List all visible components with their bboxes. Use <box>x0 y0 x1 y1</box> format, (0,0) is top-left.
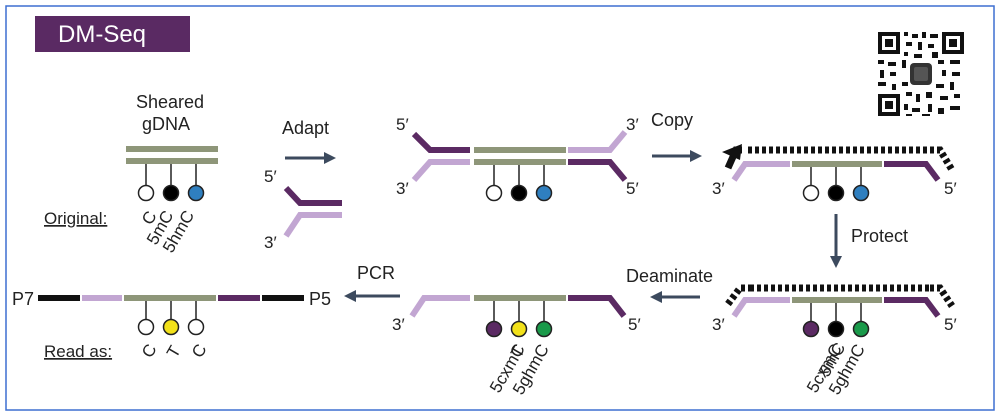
mod-5mc-marker <box>827 184 845 202</box>
mod-c-marker <box>187 318 205 336</box>
copied-fragment <box>731 161 941 182</box>
copy-strand <box>722 144 956 172</box>
frag3-5prime: 5′ <box>944 179 957 198</box>
deaminate-label: Deaminate <box>626 266 713 286</box>
frag2-5prime-right: 5′ <box>626 179 639 198</box>
frag4-mod-stems <box>810 303 862 322</box>
frag2-3prime-left: 3′ <box>396 179 409 198</box>
frag2-mod-stems <box>493 165 545 186</box>
gdna-mod-stems <box>145 164 197 186</box>
mod-t-marker <box>162 318 180 336</box>
frag4-5prime: 5′ <box>944 315 957 334</box>
mod-5mc-marker <box>827 320 845 338</box>
deaminate-arrow <box>650 291 700 303</box>
adapter-3prime: 3′ <box>264 233 277 252</box>
deaminated-fragment <box>409 295 627 318</box>
protect-arrow <box>830 214 842 268</box>
protected-fragment <box>731 297 941 318</box>
y-adapter <box>283 185 342 238</box>
protected-strand <box>725 284 955 308</box>
frag3-mod-stems <box>810 167 862 186</box>
mod-c-marker <box>137 318 155 336</box>
mod-5ghmc-marker <box>852 320 870 338</box>
frag3-3prime: 3′ <box>712 179 725 198</box>
mod-5hmc-marker <box>852 184 870 202</box>
gdna-label: gDNA <box>142 114 190 134</box>
mod-5ghmc-marker <box>535 320 553 338</box>
mod-5cxmc-marker <box>485 320 503 338</box>
read-t-label: T <box>163 343 185 361</box>
read-as-label: Read as: <box>44 342 112 361</box>
mod-c-marker <box>137 184 155 202</box>
p7-label: P7 <box>12 289 34 309</box>
frag5-3prime: 3′ <box>392 315 405 334</box>
adapt-arrow <box>285 152 336 164</box>
protect-label: Protect <box>851 226 908 246</box>
p5-label: P5 <box>309 289 331 309</box>
original-label: Original: <box>44 209 107 228</box>
frag5-5prime: 5′ <box>628 315 641 334</box>
pcr-arrow <box>344 290 400 302</box>
copy-label: Copy <box>651 110 693 130</box>
gdna-strand-bottom <box>126 158 218 164</box>
mod-5mc-marker <box>510 184 528 202</box>
frag4-3prime: 3′ <box>712 315 725 334</box>
mod-c-marker <box>802 184 820 202</box>
mod-c-marker <box>485 184 503 202</box>
copy-arrow <box>652 150 702 162</box>
pcr-label: PCR <box>357 263 395 283</box>
frag2-5prime-left: 5′ <box>396 115 409 134</box>
mod-t-marker <box>510 320 528 338</box>
adapter-5prime: 5′ <box>264 167 277 186</box>
read-c-label: C <box>188 341 211 361</box>
mod-5hmc-marker <box>535 184 553 202</box>
sheared-label: Sheared <box>136 92 204 112</box>
figure-frame <box>5 5 995 411</box>
pcr-mod-stems <box>145 301 197 320</box>
adapted-fragment <box>411 130 628 182</box>
adapt-label: Adapt <box>282 118 329 138</box>
gdna-strand-top <box>126 146 218 152</box>
frag2-3prime-right: 3′ <box>626 115 639 134</box>
mod-5cxmc-marker <box>802 320 820 338</box>
title: DM-Seq <box>58 21 146 48</box>
title-banner <box>35 16 190 52</box>
frag5-mod-stems <box>493 301 545 322</box>
mod-5mc-marker <box>162 184 180 202</box>
read-c-label: C <box>138 341 161 361</box>
mod-5hmc-marker <box>187 184 205 202</box>
qr-code-icon <box>876 30 966 118</box>
